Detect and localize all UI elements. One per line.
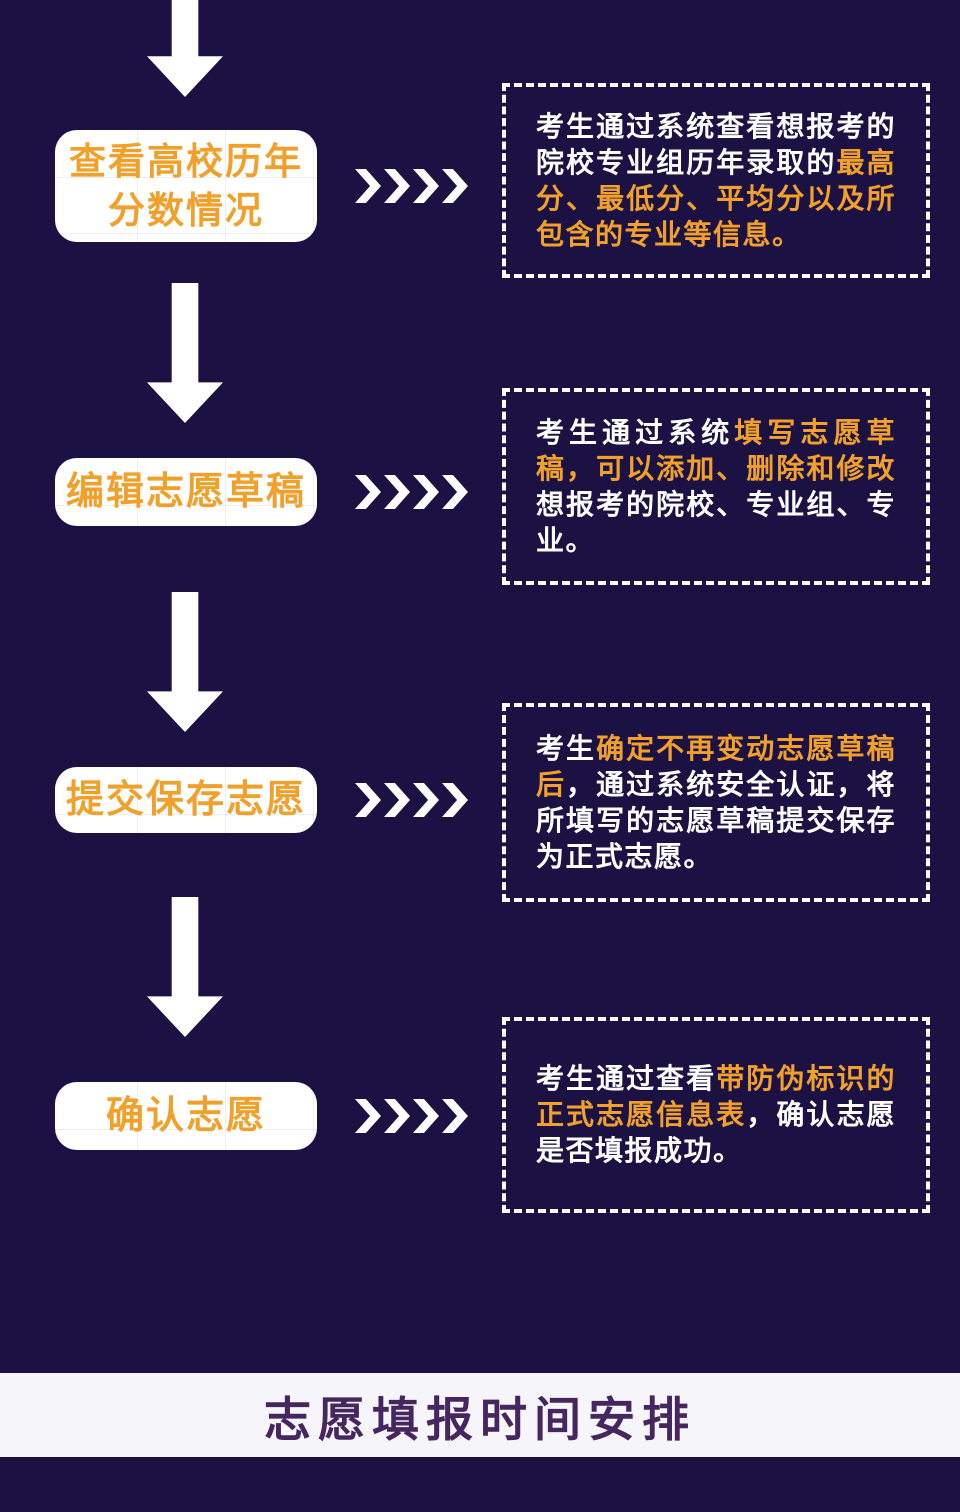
chevrons-right-icon bbox=[355, 1099, 471, 1133]
chevron-icon bbox=[442, 1099, 468, 1133]
down-arrow-icon bbox=[147, 0, 223, 97]
step-description-panel: 考生通过系统查看想报考的院校专业组历年录取的最高分、最低分、平均分以及所包含的专… bbox=[502, 83, 930, 278]
chevron-icon bbox=[442, 169, 468, 203]
chevron-icon bbox=[384, 169, 410, 203]
banner-title: 志愿填报时间安排 bbox=[264, 1392, 696, 1446]
step-description: 考生确定不再变动志愿草稿后，通过系统安全认证，将所填写的志愿草稿提交保存为正式志… bbox=[536, 732, 896, 872]
step-description: 考生通过系统查看想报考的院校专业组历年录取的最高分、最低分、平均分以及所包含的专… bbox=[536, 110, 896, 250]
step-card-edit-draft: 编辑志愿草稿 bbox=[55, 458, 317, 526]
step-title: 确认志愿 bbox=[105, 1095, 266, 1137]
step-description-panel: 考生确定不再变动志愿草稿后，通过系统安全认证，将所填写的志愿草稿提交保存为正式志… bbox=[502, 703, 930, 902]
chevron-icon bbox=[355, 169, 381, 203]
chevron-icon bbox=[413, 169, 439, 203]
chevron-icon bbox=[442, 475, 468, 509]
step-title: 编辑志愿草稿 bbox=[65, 471, 306, 513]
chevron-icon bbox=[442, 783, 468, 817]
chevron-icon bbox=[384, 1099, 410, 1133]
chevron-icon bbox=[384, 783, 410, 817]
step-card-confirm: 确认志愿 bbox=[55, 1082, 317, 1150]
step-card-submit-save: 提交保存志愿 bbox=[55, 767, 317, 833]
step-title: 提交保存志愿 bbox=[65, 779, 306, 821]
chevron-icon bbox=[413, 1099, 439, 1133]
chevrons-right-icon bbox=[355, 475, 471, 509]
chevrons-right-icon bbox=[355, 783, 471, 817]
down-arrow-icon bbox=[147, 897, 223, 1037]
chevron-icon bbox=[355, 783, 381, 817]
step-description: 考生通过查看带防伪标识的正式志愿信息表，确认志愿是否填报成功。 bbox=[536, 1063, 896, 1166]
step-title: 分数情况 bbox=[108, 190, 264, 231]
bottom-banner: 志愿填报时间安排 bbox=[0, 1373, 960, 1457]
down-arrow-icon bbox=[147, 592, 223, 732]
step-description: 考生通过系统填写志愿草稿，可以添加、删除和修改想报考的院校、专业组、专业。 bbox=[536, 416, 896, 556]
chevron-icon bbox=[413, 475, 439, 509]
step-title: 查看高校历年 bbox=[69, 141, 303, 182]
chevron-icon bbox=[413, 783, 439, 817]
chevron-icon bbox=[355, 1099, 381, 1133]
chevron-icon bbox=[384, 475, 410, 509]
step-card-view-scores: 查看高校历年 分数情况 bbox=[55, 130, 317, 242]
chevron-icon bbox=[355, 475, 381, 509]
step-description-panel: 考生通过查看带防伪标识的正式志愿信息表，确认志愿是否填报成功。 bbox=[502, 1017, 930, 1213]
chevrons-right-icon bbox=[355, 169, 471, 203]
step-description-panel: 考生通过系统填写志愿草稿，可以添加、删除和修改想报考的院校、专业组、专业。 bbox=[502, 388, 930, 585]
down-arrow-icon bbox=[147, 283, 223, 423]
